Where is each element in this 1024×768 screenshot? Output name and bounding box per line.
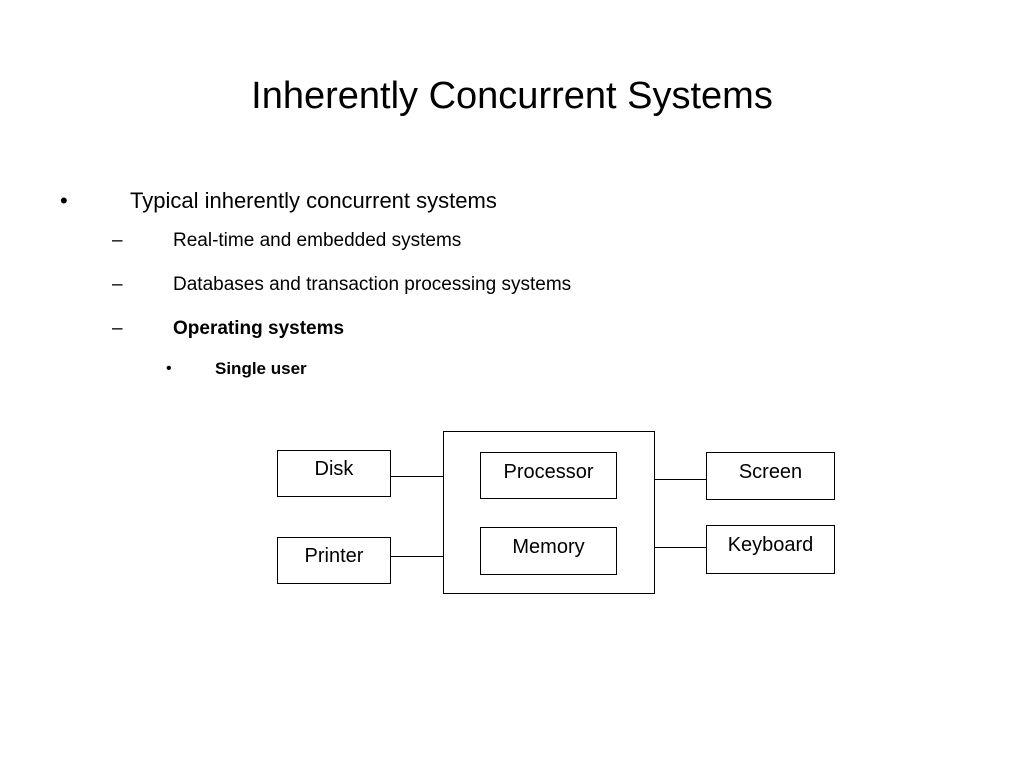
- processor-box: Processor: [480, 452, 617, 499]
- sub-bullet-marker: –: [112, 274, 123, 295]
- sub-bullet-operating-systems: Operating systems: [173, 318, 345, 339]
- sub-bullet-databases: Databases and transaction processing sys…: [173, 274, 572, 295]
- keyboard-box: Keyboard: [706, 525, 835, 574]
- processor-label: Processor: [503, 461, 594, 483]
- slide-title: Inherently Concurrent Systems: [251, 75, 773, 117]
- keyboard-label: Keyboard: [727, 534, 814, 556]
- connector-printer-computer: [390, 556, 443, 557]
- printer-box: Printer: [277, 537, 391, 584]
- sub-bullet-marker: –: [112, 318, 123, 339]
- connector-computer-keyboard: [655, 547, 706, 548]
- connector-disk-computer: [390, 476, 443, 477]
- bullet-marker: •: [60, 188, 68, 213]
- sub-bullet-marker: –: [112, 230, 123, 251]
- sub-sub-bullet-marker: •: [166, 360, 172, 377]
- disk-label: Disk: [314, 458, 354, 480]
- connector-computer-screen: [655, 479, 706, 480]
- screen-box: Screen: [706, 452, 835, 500]
- disk-box: Disk: [277, 450, 391, 497]
- sub-bullet-realtime-embedded: Real-time and embedded systems: [173, 230, 462, 251]
- sub-sub-bullet-single-user: Single user: [215, 359, 307, 378]
- printer-label: Printer: [304, 545, 364, 567]
- memory-box: Memory: [480, 527, 617, 575]
- memory-label: Memory: [512, 536, 585, 558]
- bullet-typical-concurrent-systems: Typical inherently concurrent systems: [130, 188, 497, 213]
- screen-label: Screen: [738, 461, 803, 483]
